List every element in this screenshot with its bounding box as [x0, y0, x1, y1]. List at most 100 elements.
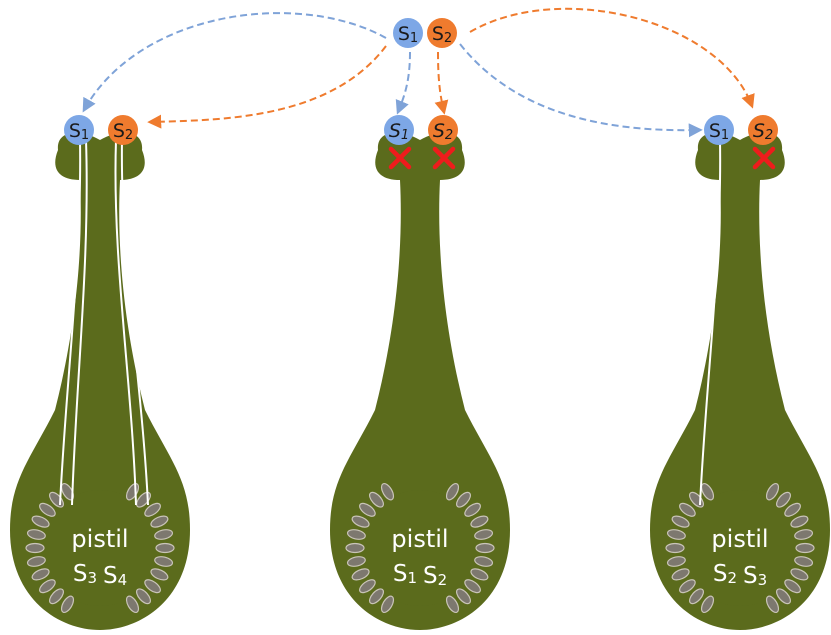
ovule [679, 579, 696, 594]
ovule [351, 568, 370, 581]
svg-text:S2: S2 [432, 23, 452, 46]
pollen-tube-1 [59, 139, 82, 506]
ovule [359, 579, 376, 594]
svg-text:S1: S1 [389, 120, 409, 143]
ovary [362, 490, 478, 606]
ovule [475, 542, 495, 554]
ovule-row-right [765, 482, 815, 614]
arrow-s1-to-pistil-2 [395, 51, 411, 115]
rejection-x-icon [388, 146, 412, 170]
ovule [346, 529, 366, 540]
ovule [26, 556, 46, 567]
ovule [380, 595, 395, 614]
ovule [154, 529, 174, 540]
ovule [150, 515, 169, 528]
ovule [470, 568, 489, 581]
pistil-body [10, 132, 190, 630]
ovule [369, 588, 384, 605]
ovule [671, 515, 690, 528]
svg-text:S1: S1 [709, 120, 729, 143]
ovule [445, 482, 460, 501]
ovule [144, 502, 161, 517]
pollen-s1: S1 [384, 115, 414, 145]
ovule [765, 595, 780, 614]
ovule [31, 515, 50, 528]
ovule [666, 529, 686, 540]
ovule [671, 568, 690, 581]
arrow-s1-to-pistil-1 [82, 12, 387, 113]
ovule-row-right [445, 482, 495, 614]
ovule [765, 482, 780, 501]
ovule [39, 502, 56, 517]
ovule [359, 502, 376, 517]
ovule [665, 542, 685, 554]
ovule [700, 595, 715, 614]
ovule [790, 568, 809, 581]
svg-text:S1: S1 [69, 120, 89, 143]
pollen-tube-2-inner [114, 139, 137, 506]
arrow-s2-to-pistil-3 [469, 7, 755, 109]
ovule [154, 556, 174, 567]
svg-text:S2: S2 [753, 120, 773, 143]
ovule [464, 579, 481, 594]
ovule [474, 556, 494, 567]
ovule [784, 579, 801, 594]
ovule [346, 556, 366, 567]
ovule [31, 568, 50, 581]
ovule [794, 529, 814, 540]
ovule [369, 491, 384, 508]
svg-text:S1: S1 [398, 23, 418, 46]
pollen-s1: S1 [704, 115, 734, 145]
pistil-body [650, 132, 830, 630]
ovule [790, 515, 809, 528]
svg-text:S2: S2 [113, 120, 133, 143]
ovule [700, 482, 715, 501]
ovary [682, 490, 798, 606]
ovule [776, 491, 791, 508]
rejection-x-icon [432, 146, 456, 170]
source-pollen: S1 S2 [393, 18, 457, 48]
ovule [125, 595, 140, 614]
ovule [689, 588, 704, 605]
source-pollen-s2: S2 [427, 18, 457, 48]
pistil-label: pistil [711, 525, 768, 553]
pollen-s1: S1 [64, 115, 94, 145]
ovule [456, 491, 471, 508]
ovule [60, 595, 75, 614]
dispersal-arrows [82, 7, 755, 138]
ovule [380, 482, 395, 501]
pollen-s2: S2 [108, 115, 138, 145]
ovule [136, 588, 151, 605]
pistil-body [330, 132, 510, 630]
ovule [150, 568, 169, 581]
ovule-row-right [125, 482, 175, 614]
ovule [456, 588, 471, 605]
ovule [474, 529, 494, 540]
rejection-x-icon [752, 146, 776, 170]
ovule [351, 515, 370, 528]
ovule-row-left [665, 482, 715, 614]
arrow-s2-to-pistil-1 [147, 45, 387, 129]
pollen-tube-1-inner [71, 139, 88, 506]
source-pollen-s1: S1 [393, 18, 423, 48]
pistil-label: pistil [71, 525, 128, 553]
ovule [345, 542, 365, 554]
pollen-s2: S2 [748, 115, 778, 145]
ovule-row-left [25, 482, 75, 614]
ovule [794, 556, 814, 567]
ovule [26, 529, 46, 540]
pollen-tube-2 [120, 139, 149, 506]
pistil-label: pistil [391, 525, 448, 553]
ovary [42, 490, 158, 606]
ovule [679, 502, 696, 517]
pollen-s2: S2 [428, 115, 458, 145]
ovule [144, 579, 161, 594]
pollen-tube-1 [699, 139, 722, 506]
